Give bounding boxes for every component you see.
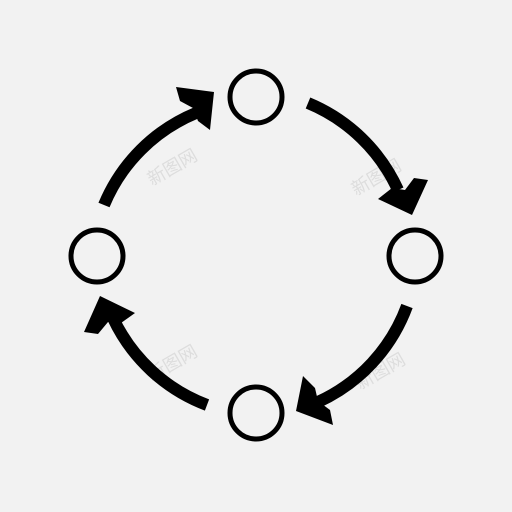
node-right-circle (386, 227, 444, 285)
arrowhead-top-icon (176, 87, 214, 130)
arrowhead-left-icon (84, 296, 135, 334)
watermark-text: 新图网 (144, 145, 201, 190)
arrowhead-layer (84, 87, 428, 425)
node-bottom-circle (227, 384, 285, 442)
node-left-circle (68, 227, 126, 285)
arrowhead-right-icon (378, 178, 428, 215)
node-top-circle (227, 68, 285, 126)
arrowhead-bottom-icon (296, 376, 333, 425)
arrow-right-to-bottom-arc (315, 303, 413, 408)
node-layer (68, 68, 444, 442)
arrow-top-to-right-arc (305, 97, 404, 193)
arrow-layer (98, 97, 413, 411)
arrow-bottom-to-left-arc (107, 315, 210, 411)
arrow-left-to-top-arc (98, 107, 199, 208)
